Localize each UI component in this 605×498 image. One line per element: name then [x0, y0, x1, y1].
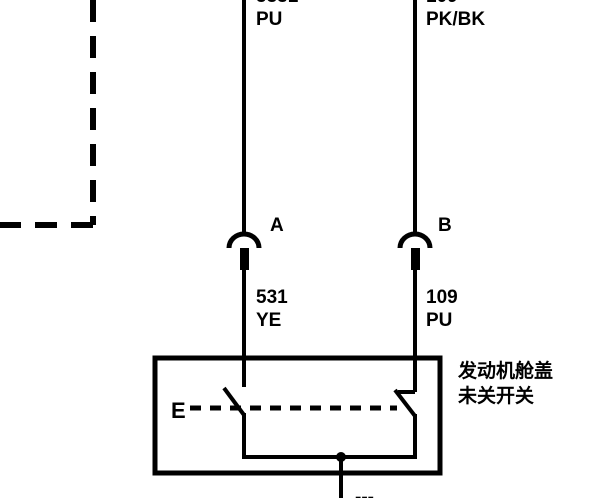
connector-a-label: A [270, 215, 284, 236]
switch-b-blade [393, 388, 417, 418]
hood-ajar-switch-box [152, 355, 443, 476]
wire-b-mid-color: PU [426, 310, 452, 331]
connector-b-pin [411, 248, 420, 270]
wire-b-mid-circuit: 109 [426, 287, 458, 308]
connector-b [397, 231, 433, 392]
wire-a-mid-color: YE [256, 310, 281, 331]
wire-a-top-circuit: 5331 [256, 0, 299, 7]
component-name-line1: 发动机舱盖 [457, 359, 553, 382]
bottom-wire-circuit: --- [355, 487, 374, 498]
switch-contacts [222, 360, 417, 498]
switch-a-blade [222, 386, 246, 417]
wire-b-top-color: PK/BK [426, 9, 485, 30]
wire-b-top-circuit: 109 [426, 0, 458, 7]
component-name-line2: 未关开关 [457, 384, 534, 407]
connector-b-socket [397, 231, 433, 249]
connector-a [226, 231, 262, 360]
switch-label: E [171, 398, 186, 423]
connector-b-label: B [438, 215, 452, 236]
connector-a-socket [226, 231, 262, 249]
wire-a-mid-circuit: 531 [256, 287, 288, 308]
connector-a-pin [240, 248, 249, 270]
wire-a-top-color: PU [256, 9, 282, 30]
